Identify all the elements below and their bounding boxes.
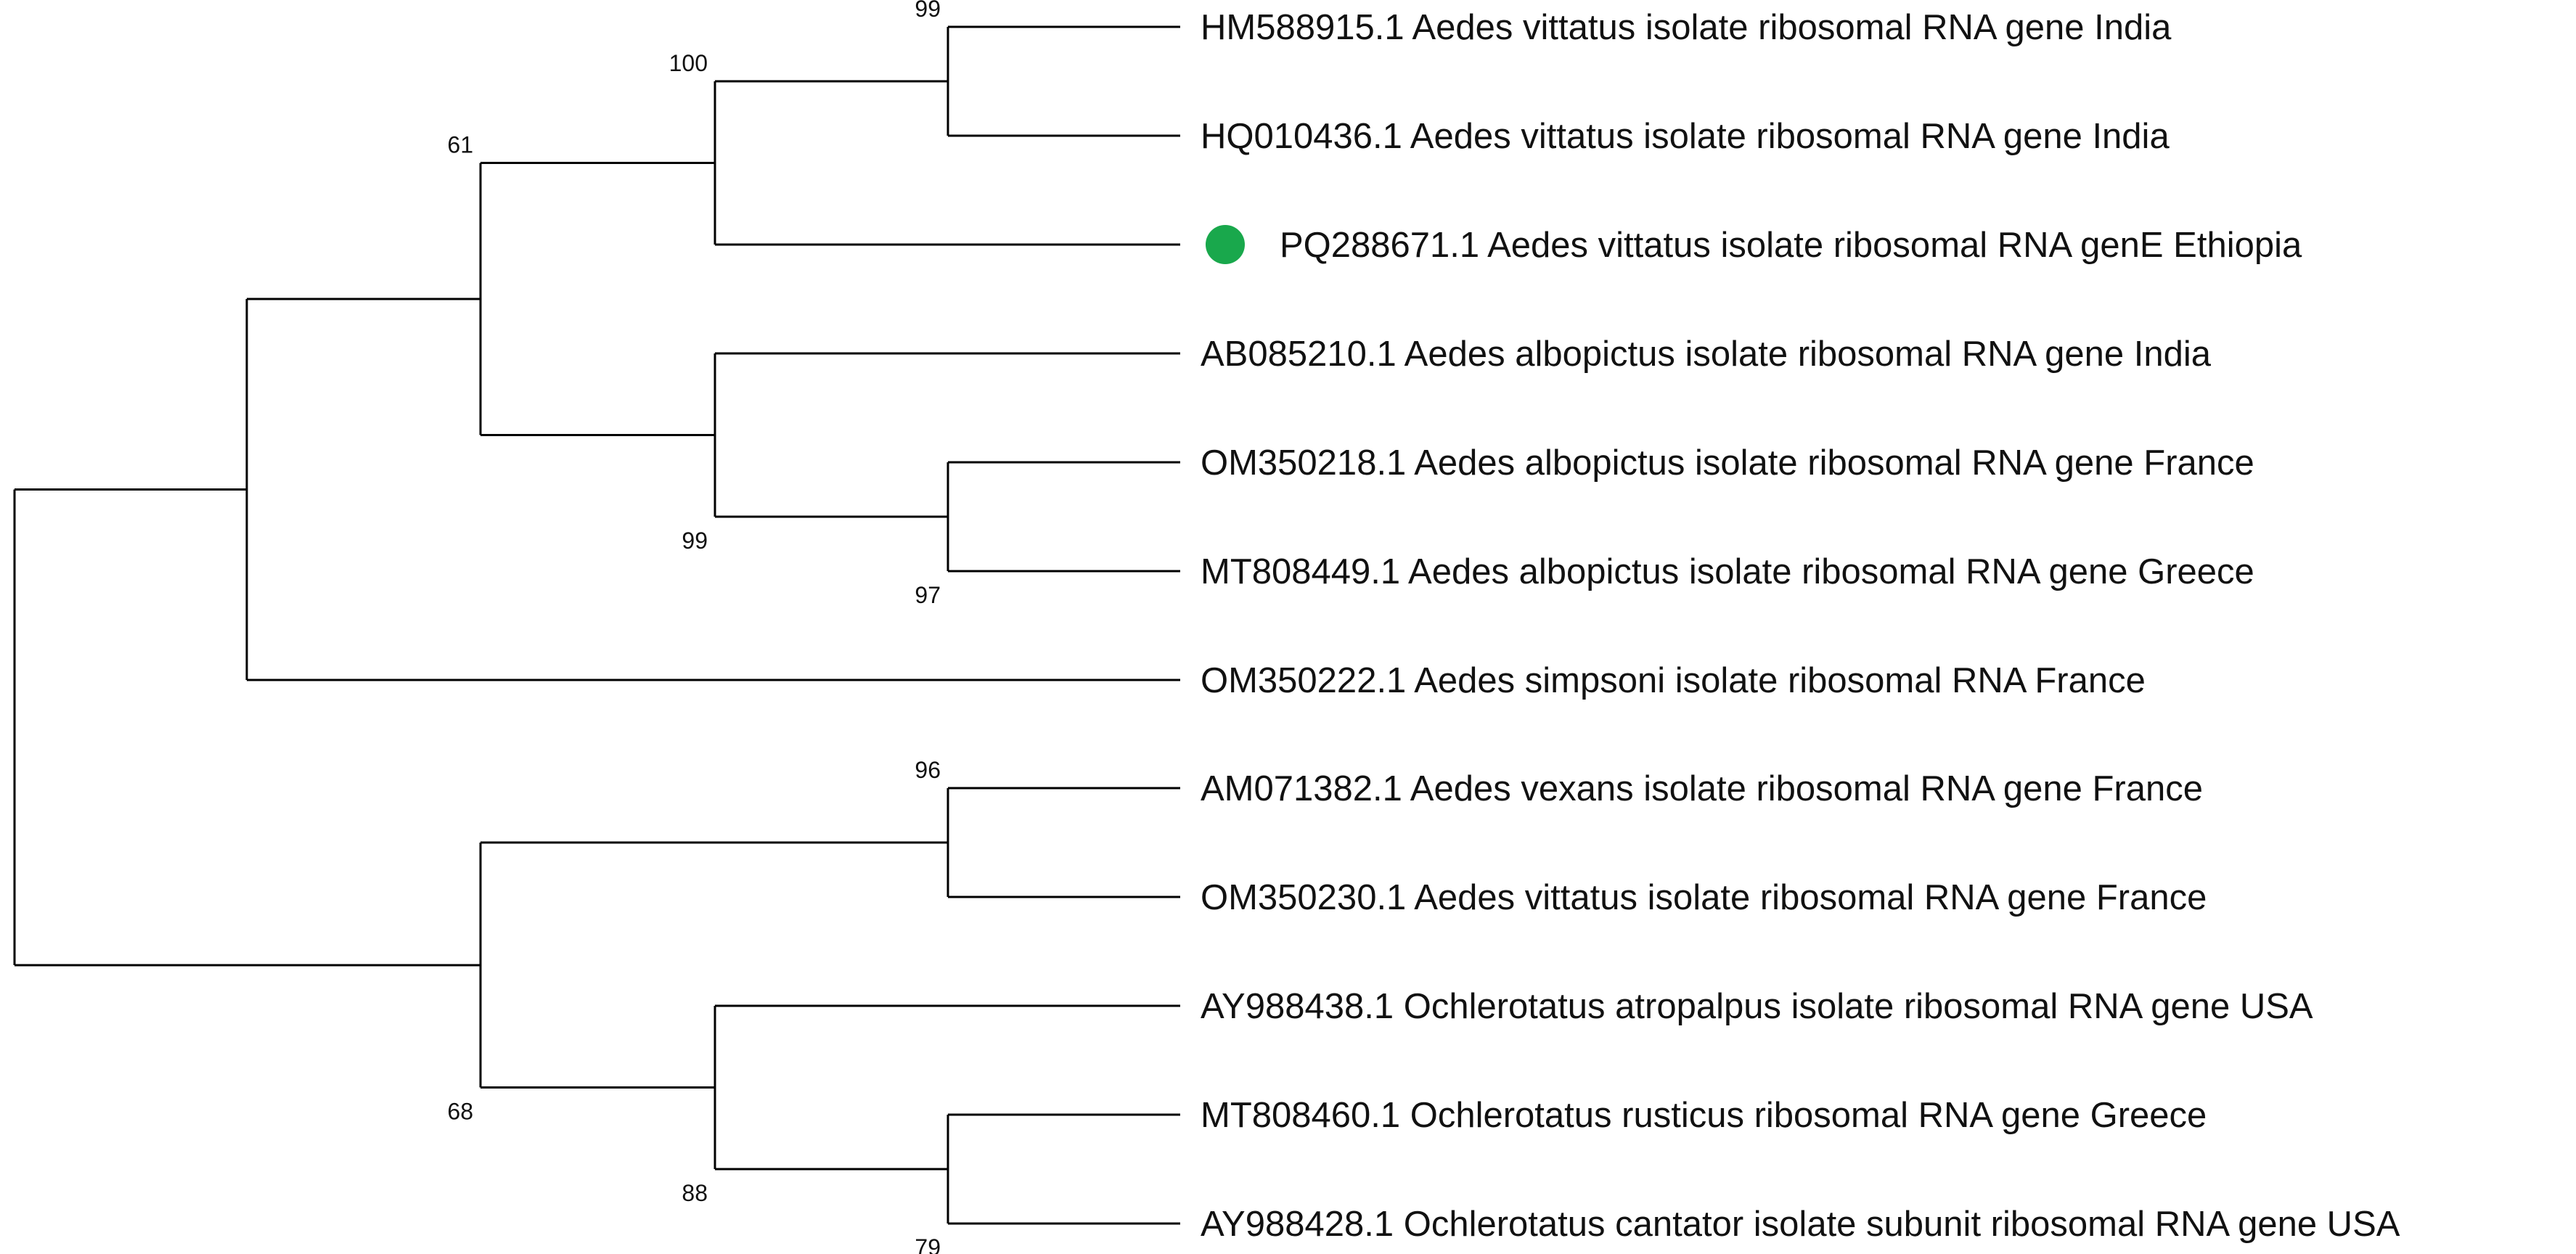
- taxon-label-t2: PQ288671.1 Aedes vittatus isolate riboso…: [1280, 226, 2302, 265]
- support-value-n_vittatus: 100: [669, 50, 708, 76]
- taxon-label-t10: MT808460.1 Ochlerotatus rusticus ribosom…: [1201, 1096, 2207, 1135]
- taxon-label-t6: OM350222.1 Aedes simpsoni isolate riboso…: [1201, 661, 2146, 700]
- support-value-n_t4_t5: 97: [915, 582, 941, 608]
- highlight-markers: [1206, 225, 1245, 264]
- support-value-n_lower: 68: [447, 1099, 473, 1125]
- support-value-n_t0_t1: 99: [915, 0, 941, 22]
- support-value-n_ochlerotatus: 88: [682, 1180, 708, 1206]
- taxon-label-t0: HM588915.1 Aedes vittatus isolate riboso…: [1201, 8, 2172, 47]
- taxon-label-t5: MT808449.1 Aedes albopictus isolate ribo…: [1201, 552, 2254, 591]
- support-value-n_t7_t8: 96: [915, 757, 941, 783]
- taxon-labels: HM588915.1 Aedes vittatus isolate riboso…: [1201, 8, 2400, 1244]
- bootstrap-support-values: 99 100 97 99 61 96 79 88 68: [447, 0, 941, 1254]
- support-value-n_albopictus: 99: [682, 528, 708, 554]
- taxon-label-t4: OM350218.1 Aedes albopictus isolate ribo…: [1201, 443, 2254, 483]
- taxon-label-t1: HQ010436.1 Aedes vittatus isolate riboso…: [1201, 117, 2170, 156]
- tree-branches: [13, 25, 1180, 1225]
- support-value-n_stegomyia: 61: [447, 132, 473, 158]
- taxon-label-t11: AY988428.1 Ochlerotatus cantator isolate…: [1201, 1205, 2400, 1244]
- highlight-dot-icon: [1206, 225, 1245, 264]
- taxon-label-t8: OM350230.1 Aedes vittatus isolate riboso…: [1201, 878, 2207, 917]
- taxon-label-t3: AB085210.1 Aedes albopictus isolate ribo…: [1201, 335, 2212, 374]
- taxon-label-t7: AM071382.1 Aedes vexans isolate ribosoma…: [1201, 769, 2203, 808]
- support-value-n_t10_t11: 79: [915, 1234, 941, 1254]
- taxon-label-t9: AY988438.1 Ochlerotatus atropalpus isola…: [1201, 987, 2313, 1026]
